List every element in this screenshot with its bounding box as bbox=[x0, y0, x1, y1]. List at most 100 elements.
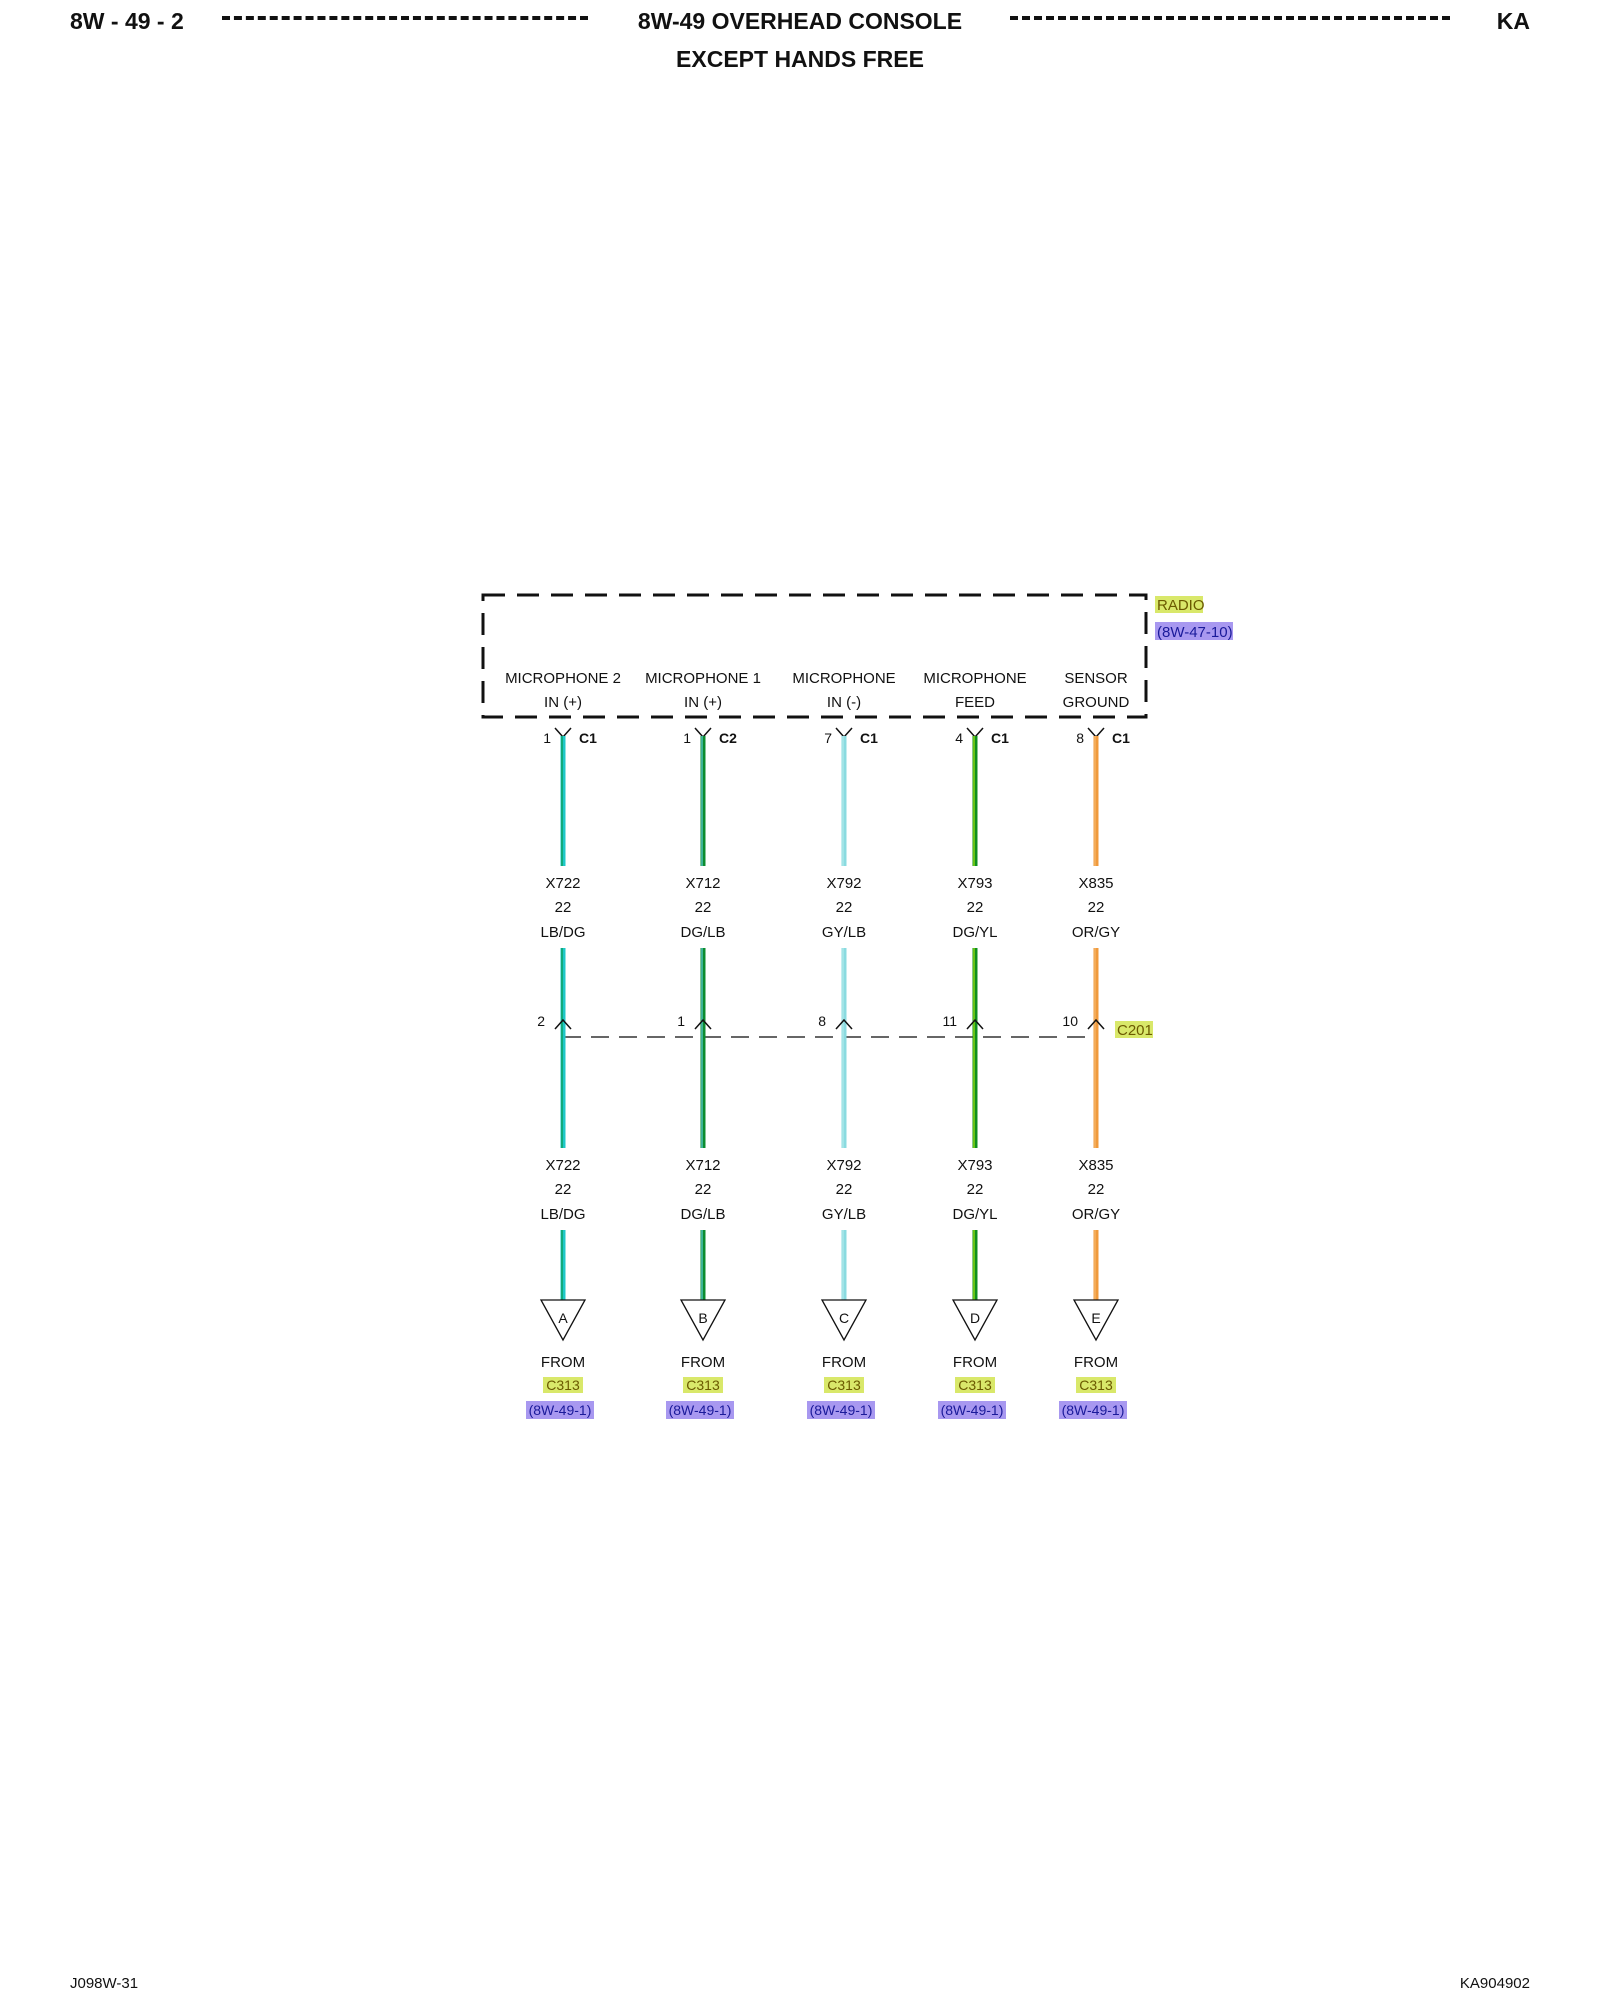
circuit-label-line2: IN (+) bbox=[684, 694, 722, 711]
c201-pin-terminal bbox=[1087, 1018, 1105, 1030]
from-connector-link[interactable]: C313 bbox=[1079, 1377, 1113, 1393]
radio-connector-id: C1 bbox=[860, 730, 878, 746]
wire-color-upper: DG/YL bbox=[952, 924, 997, 941]
radio-pin-number: 8 bbox=[1076, 730, 1084, 746]
c201-pin-number: 2 bbox=[537, 1013, 545, 1029]
wire-id-lower: X793 bbox=[957, 1157, 992, 1174]
from-connector-link[interactable]: C313 bbox=[546, 1377, 580, 1393]
wire-gauge-upper: 22 bbox=[555, 899, 572, 916]
c201-pin-number: 1 bbox=[677, 1013, 685, 1029]
from-ref-link[interactable]: (8W-49-1) bbox=[669, 1402, 732, 1418]
radio-label-highlight bbox=[1155, 596, 1203, 613]
wire-color-lower: GY/LB bbox=[822, 1206, 866, 1223]
header-dash-right bbox=[1010, 16, 1450, 20]
from-label: FROM bbox=[822, 1354, 866, 1371]
circuit-label-line1: MICROPHONE bbox=[923, 670, 1026, 687]
wire-id-lower: X712 bbox=[685, 1157, 720, 1174]
c201-label-highlight bbox=[1115, 1021, 1153, 1038]
from-ref-highlight bbox=[526, 1401, 594, 1419]
from-ref-link[interactable]: (8W-49-1) bbox=[1062, 1402, 1125, 1418]
from-label: FROM bbox=[1074, 1354, 1118, 1371]
destination-letter: C bbox=[839, 1310, 849, 1326]
radio-pin-number: 1 bbox=[683, 730, 691, 746]
from-ref-link[interactable]: (8W-49-1) bbox=[810, 1402, 873, 1418]
wire-gauge-lower: 22 bbox=[967, 1181, 984, 1198]
wire-id-upper: X722 bbox=[545, 875, 580, 892]
circuit-label-line2: IN (+) bbox=[544, 694, 582, 711]
model-code: KA bbox=[1496, 8, 1530, 34]
wire-color-lower: DG/YL bbox=[952, 1206, 997, 1223]
from-ref-highlight bbox=[1059, 1401, 1127, 1419]
wire-color-upper: DG/LB bbox=[680, 924, 725, 941]
radio-connector-id: C2 bbox=[719, 730, 737, 746]
wire-id-upper: X793 bbox=[957, 875, 992, 892]
wire-id-upper: X712 bbox=[685, 875, 720, 892]
radio-label[interactable]: RADIO bbox=[1157, 597, 1205, 614]
wire-gauge-upper: 22 bbox=[836, 899, 853, 916]
footer-right-code: KA904902 bbox=[1459, 1975, 1530, 1992]
radio-ref-link[interactable]: (8W-47-10) bbox=[1157, 624, 1233, 641]
circuit-label-line1: SENSOR bbox=[1064, 670, 1128, 687]
destination-arrow-icon bbox=[820, 1299, 868, 1342]
wire-id-lower: X722 bbox=[545, 1157, 580, 1174]
from-ref-highlight bbox=[938, 1401, 1006, 1419]
wire-id-upper: X835 bbox=[1078, 875, 1113, 892]
page-title: 8W-49 OVERHEAD CONSOLE bbox=[637, 8, 963, 34]
from-connector-highlight bbox=[824, 1377, 864, 1393]
wire-gauge-upper: 22 bbox=[695, 899, 712, 916]
circuit-label-line2: GROUND bbox=[1063, 694, 1130, 711]
destination-arrow-icon bbox=[679, 1299, 727, 1342]
destination-arrow-icon bbox=[951, 1299, 999, 1342]
circuit-label-line2: FEED bbox=[955, 694, 995, 711]
c201-pin-terminal bbox=[554, 1018, 572, 1030]
from-ref-highlight bbox=[807, 1401, 875, 1419]
from-connector-link[interactable]: C313 bbox=[827, 1377, 861, 1393]
radio-connector-id: C1 bbox=[991, 730, 1009, 746]
radio-pin-terminal bbox=[1087, 727, 1105, 739]
circuit-label-line1: MICROPHONE bbox=[792, 670, 895, 687]
from-connector-highlight bbox=[1076, 1377, 1116, 1393]
wire-color-lower: DG/LB bbox=[680, 1206, 725, 1223]
from-ref-link[interactable]: (8W-49-1) bbox=[941, 1402, 1004, 1418]
wire-gauge-lower: 22 bbox=[695, 1181, 712, 1198]
c201-pin-terminal bbox=[835, 1018, 853, 1030]
from-ref-link[interactable]: (8W-49-1) bbox=[529, 1402, 592, 1418]
destination-letter: D bbox=[970, 1310, 980, 1326]
circuit-label-line1: MICROPHONE 1 bbox=[645, 670, 761, 687]
c201-pin-number: 11 bbox=[942, 1013, 957, 1029]
wire-color-upper: OR/GY bbox=[1072, 924, 1120, 941]
from-ref-highlight bbox=[666, 1401, 734, 1419]
from-connector-highlight bbox=[955, 1377, 995, 1393]
circuit-label-line2: IN (-) bbox=[827, 694, 861, 711]
wire-id-lower: X835 bbox=[1078, 1157, 1113, 1174]
wire-gauge-upper: 22 bbox=[967, 899, 984, 916]
c201-pin-number: 10 bbox=[1062, 1013, 1078, 1029]
radio-pin-terminal bbox=[554, 727, 572, 739]
from-connector-link[interactable]: C313 bbox=[958, 1377, 992, 1393]
radio-pin-terminal bbox=[966, 727, 984, 739]
destination-letter: B bbox=[698, 1310, 707, 1326]
wire-gauge-lower: 22 bbox=[1088, 1181, 1105, 1198]
destination-arrow-icon bbox=[539, 1299, 587, 1342]
page-code: 8W - 49 - 2 bbox=[70, 8, 184, 34]
destination-arrow-icon bbox=[1072, 1299, 1120, 1342]
from-connector-link[interactable]: C313 bbox=[686, 1377, 720, 1393]
radio-pin-terminal bbox=[835, 727, 853, 739]
destination-letter: A bbox=[558, 1310, 568, 1326]
wire-color-lower: OR/GY bbox=[1072, 1206, 1120, 1223]
wire-gauge-lower: 22 bbox=[555, 1181, 572, 1198]
radio-module-outline bbox=[481, 593, 1148, 719]
c201-label[interactable]: C201 bbox=[1117, 1022, 1153, 1039]
radio-connector-id: C1 bbox=[1112, 730, 1130, 746]
wire-color-upper: LB/DG bbox=[540, 924, 585, 941]
radio-ref-highlight bbox=[1155, 622, 1233, 640]
radio-pin-number: 7 bbox=[824, 730, 832, 746]
from-label: FROM bbox=[953, 1354, 997, 1371]
wire-gauge-lower: 22 bbox=[836, 1181, 853, 1198]
radio-pin-terminal bbox=[694, 727, 712, 739]
page-subtitle: EXCEPT HANDS FREE bbox=[676, 46, 924, 72]
wire-color-upper: GY/LB bbox=[822, 924, 866, 941]
radio-connector-id: C1 bbox=[579, 730, 597, 746]
wire-gauge-upper: 22 bbox=[1088, 899, 1105, 916]
